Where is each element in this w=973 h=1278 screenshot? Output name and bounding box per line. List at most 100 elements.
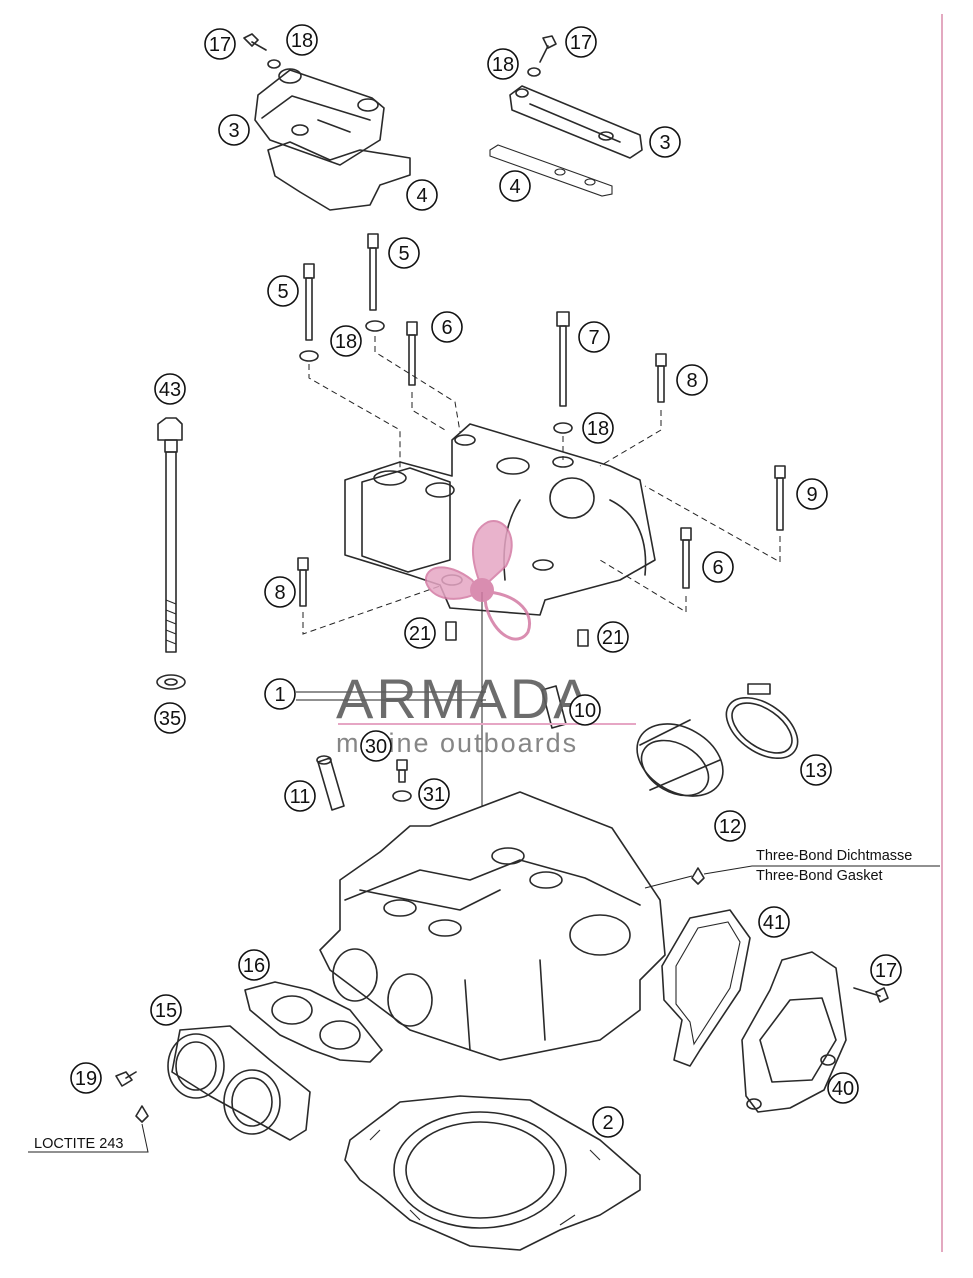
callout-number: 41: [763, 912, 785, 934]
callout-17: 17: [204, 28, 236, 60]
dowel-pin-21-right: [577, 629, 589, 647]
callout-number: 16: [243, 955, 265, 977]
callout-13: 13: [800, 754, 832, 786]
callout-number: 17: [209, 34, 231, 56]
callout-30: 30: [360, 730, 392, 762]
bolt-8-upper: [599, 353, 667, 467]
callout-17: 17: [870, 954, 902, 986]
callout-number: 6: [441, 317, 452, 339]
callout-9: 9: [796, 478, 828, 510]
callout-number: 15: [155, 1000, 177, 1022]
camshaft-bridge: [344, 423, 656, 616]
bolt-7: [553, 311, 573, 460]
washer-35: [156, 674, 186, 690]
valve-cover-gasket-left: [267, 141, 411, 211]
bolt-5-left: [299, 263, 401, 470]
sealant-point: [644, 865, 940, 889]
callout-number: 19: [75, 1068, 97, 1090]
callout-number: 18: [492, 54, 514, 76]
exhaust-gasket-16: [244, 981, 383, 1063]
callout-10: 10: [569, 694, 601, 726]
callout-31: 31: [418, 778, 450, 810]
callout-number: 17: [570, 32, 592, 54]
callout-number: 10: [574, 700, 596, 722]
callout-19: 19: [70, 1062, 102, 1094]
callout-number: 11: [290, 786, 311, 808]
callout-number: 43: [159, 379, 181, 401]
callout-3: 3: [218, 114, 250, 146]
intake-boot-12: [636, 719, 724, 797]
stud-43: [157, 417, 183, 653]
propeller-icon: [424, 520, 531, 641]
sealant-note-de: Three-Bond Dichtmasse: [756, 848, 912, 864]
bolt-5-right: [365, 233, 461, 433]
callout-number: 5: [398, 243, 409, 265]
callout-21: 21: [597, 621, 629, 653]
valve-cover-right: [509, 85, 643, 159]
callout-4: 4: [499, 170, 531, 202]
callout-6: 6: [431, 311, 463, 343]
callout-number: 6: [712, 557, 723, 579]
callout-number: 7: [588, 327, 599, 349]
head-gasket-2: [344, 1095, 641, 1251]
callout-number: 13: [805, 760, 827, 782]
callout-5: 5: [388, 237, 420, 269]
bolt-19: [28, 1071, 149, 1153]
callout-8: 8: [264, 576, 296, 608]
callout-5: 5: [267, 275, 299, 307]
callout-18: 18: [582, 412, 614, 444]
callout-16: 16: [238, 949, 270, 981]
callout-2: 2: [592, 1106, 624, 1138]
callout-4: 4: [406, 179, 438, 211]
callout-number: 18: [291, 30, 313, 52]
callout-1: 1: [264, 678, 296, 710]
exhaust-flange-15: [167, 1025, 311, 1141]
callout-3: 3: [649, 126, 681, 158]
callout-number: 31: [423, 784, 445, 806]
callout-18: 18: [487, 48, 519, 80]
valve-cover-gasket-right: [489, 144, 613, 197]
callout-8: 8: [676, 364, 708, 396]
bolt-6-upper: [406, 321, 446, 431]
sealant-note-en: Three-Bond Gasket: [756, 868, 883, 884]
bolt-8-lower: [297, 557, 441, 635]
bolt-17-left: [243, 33, 281, 69]
callout-number: 17: [875, 960, 897, 982]
callout-number: 2: [602, 1112, 613, 1134]
bolt-17-right: [527, 35, 557, 77]
callout-number: 8: [274, 582, 285, 604]
callout-18: 18: [330, 325, 362, 357]
callout-number: 18: [587, 418, 609, 440]
callout-41: 41: [758, 906, 790, 938]
plug-11: [316, 755, 345, 811]
callout-21: 21: [404, 617, 436, 649]
callout-number: 4: [416, 185, 427, 207]
callout-number: 9: [806, 484, 817, 506]
bolt-30: [396, 759, 408, 783]
callout-12: 12: [714, 810, 746, 842]
callout-35: 35: [154, 702, 186, 734]
callout-17: 17: [565, 26, 597, 58]
watermark-brand: ARMADA: [336, 667, 594, 730]
callout-number: 35: [159, 708, 181, 730]
callout-43: 43: [154, 373, 186, 405]
callout-number: 3: [659, 132, 670, 154]
callout-18: 18: [286, 24, 318, 56]
callout-number: 12: [719, 816, 741, 838]
callout-number: 40: [832, 1078, 854, 1100]
callout-6: 6: [702, 551, 734, 583]
hose-clamp-13: [725, 683, 799, 760]
callout-number: 18: [335, 331, 357, 353]
washer-31: [392, 790, 412, 802]
cam-cover-40: [741, 951, 847, 1113]
callout-number: 5: [277, 281, 288, 303]
dowel-pin-21-left: [445, 621, 457, 641]
callout-number: 8: [686, 370, 697, 392]
callout-11: 11: [284, 780, 316, 812]
callout-7: 7: [578, 321, 610, 353]
callout-number: 3: [228, 120, 239, 142]
bolt-9: [644, 465, 786, 563]
